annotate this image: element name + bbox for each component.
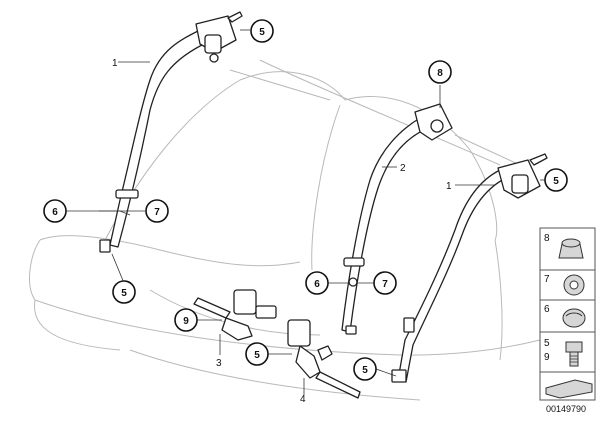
callout-7-left-label: 7 — [154, 207, 160, 218]
hardware-key-panel: 8 7 6 5 9 — [539, 227, 596, 401]
label-belt-center: 2 — [400, 163, 406, 174]
callout-8-label: 8 — [437, 68, 443, 79]
key-num-4a: 5 — [544, 338, 550, 349]
callout-5-left-label: 5 — [121, 288, 127, 299]
callout-5-right-top[interactable]: 5 — [544, 168, 568, 192]
callout-6-mid[interactable]: 6 — [305, 271, 329, 295]
callout-9-label: 9 — [183, 316, 189, 327]
belt-center — [341, 103, 453, 335]
key-num-4b: 9 — [544, 352, 550, 363]
callout-9[interactable]: 9 — [174, 308, 198, 332]
callout-6-left[interactable]: 6 — [43, 199, 67, 223]
belt-left — [99, 11, 243, 253]
diagram-id: 00149790 — [546, 404, 586, 414]
key-num-3: 6 — [544, 304, 550, 315]
callout-5-left[interactable]: 5 — [112, 280, 136, 304]
cap-nut-icon — [558, 238, 584, 259]
shim-plate-icon — [545, 379, 593, 399]
callout-8[interactable]: 8 — [428, 60, 452, 84]
cover-cap-icon — [562, 308, 586, 328]
label-belt-left: 1 — [112, 58, 118, 69]
buckle-right — [287, 319, 361, 399]
callout-5-lower-right-label: 5 — [362, 365, 368, 376]
callout-6-left-label: 6 — [52, 207, 58, 218]
callout-5-bottom[interactable]: 5 — [245, 342, 269, 366]
bolt-icon — [565, 341, 583, 367]
callout-5-top-label: 5 — [259, 27, 265, 38]
callout-7-mid-label: 7 — [382, 279, 388, 290]
callout-5-right-top-label: 5 — [553, 176, 559, 187]
label-buckle-left: 3 — [216, 358, 222, 369]
buckle-left — [193, 289, 277, 355]
label-belt-right: 1 — [446, 181, 452, 192]
belt-right — [391, 153, 548, 383]
leader-lines — [66, 29, 545, 377]
callout-5-bottom-label: 5 — [254, 350, 260, 361]
callout-5-top[interactable]: 5 — [250, 19, 274, 43]
washer-nut-icon — [563, 274, 585, 296]
key-num-1: 8 — [544, 233, 550, 244]
callout-7-left[interactable]: 7 — [145, 199, 169, 223]
label-buckle-right: 4 — [300, 394, 306, 405]
key-num-2: 7 — [544, 274, 550, 285]
callout-6-mid-label: 6 — [314, 279, 320, 290]
callout-7-mid[interactable]: 7 — [373, 271, 397, 295]
callout-5-lower-right[interactable]: 5 — [353, 357, 377, 381]
